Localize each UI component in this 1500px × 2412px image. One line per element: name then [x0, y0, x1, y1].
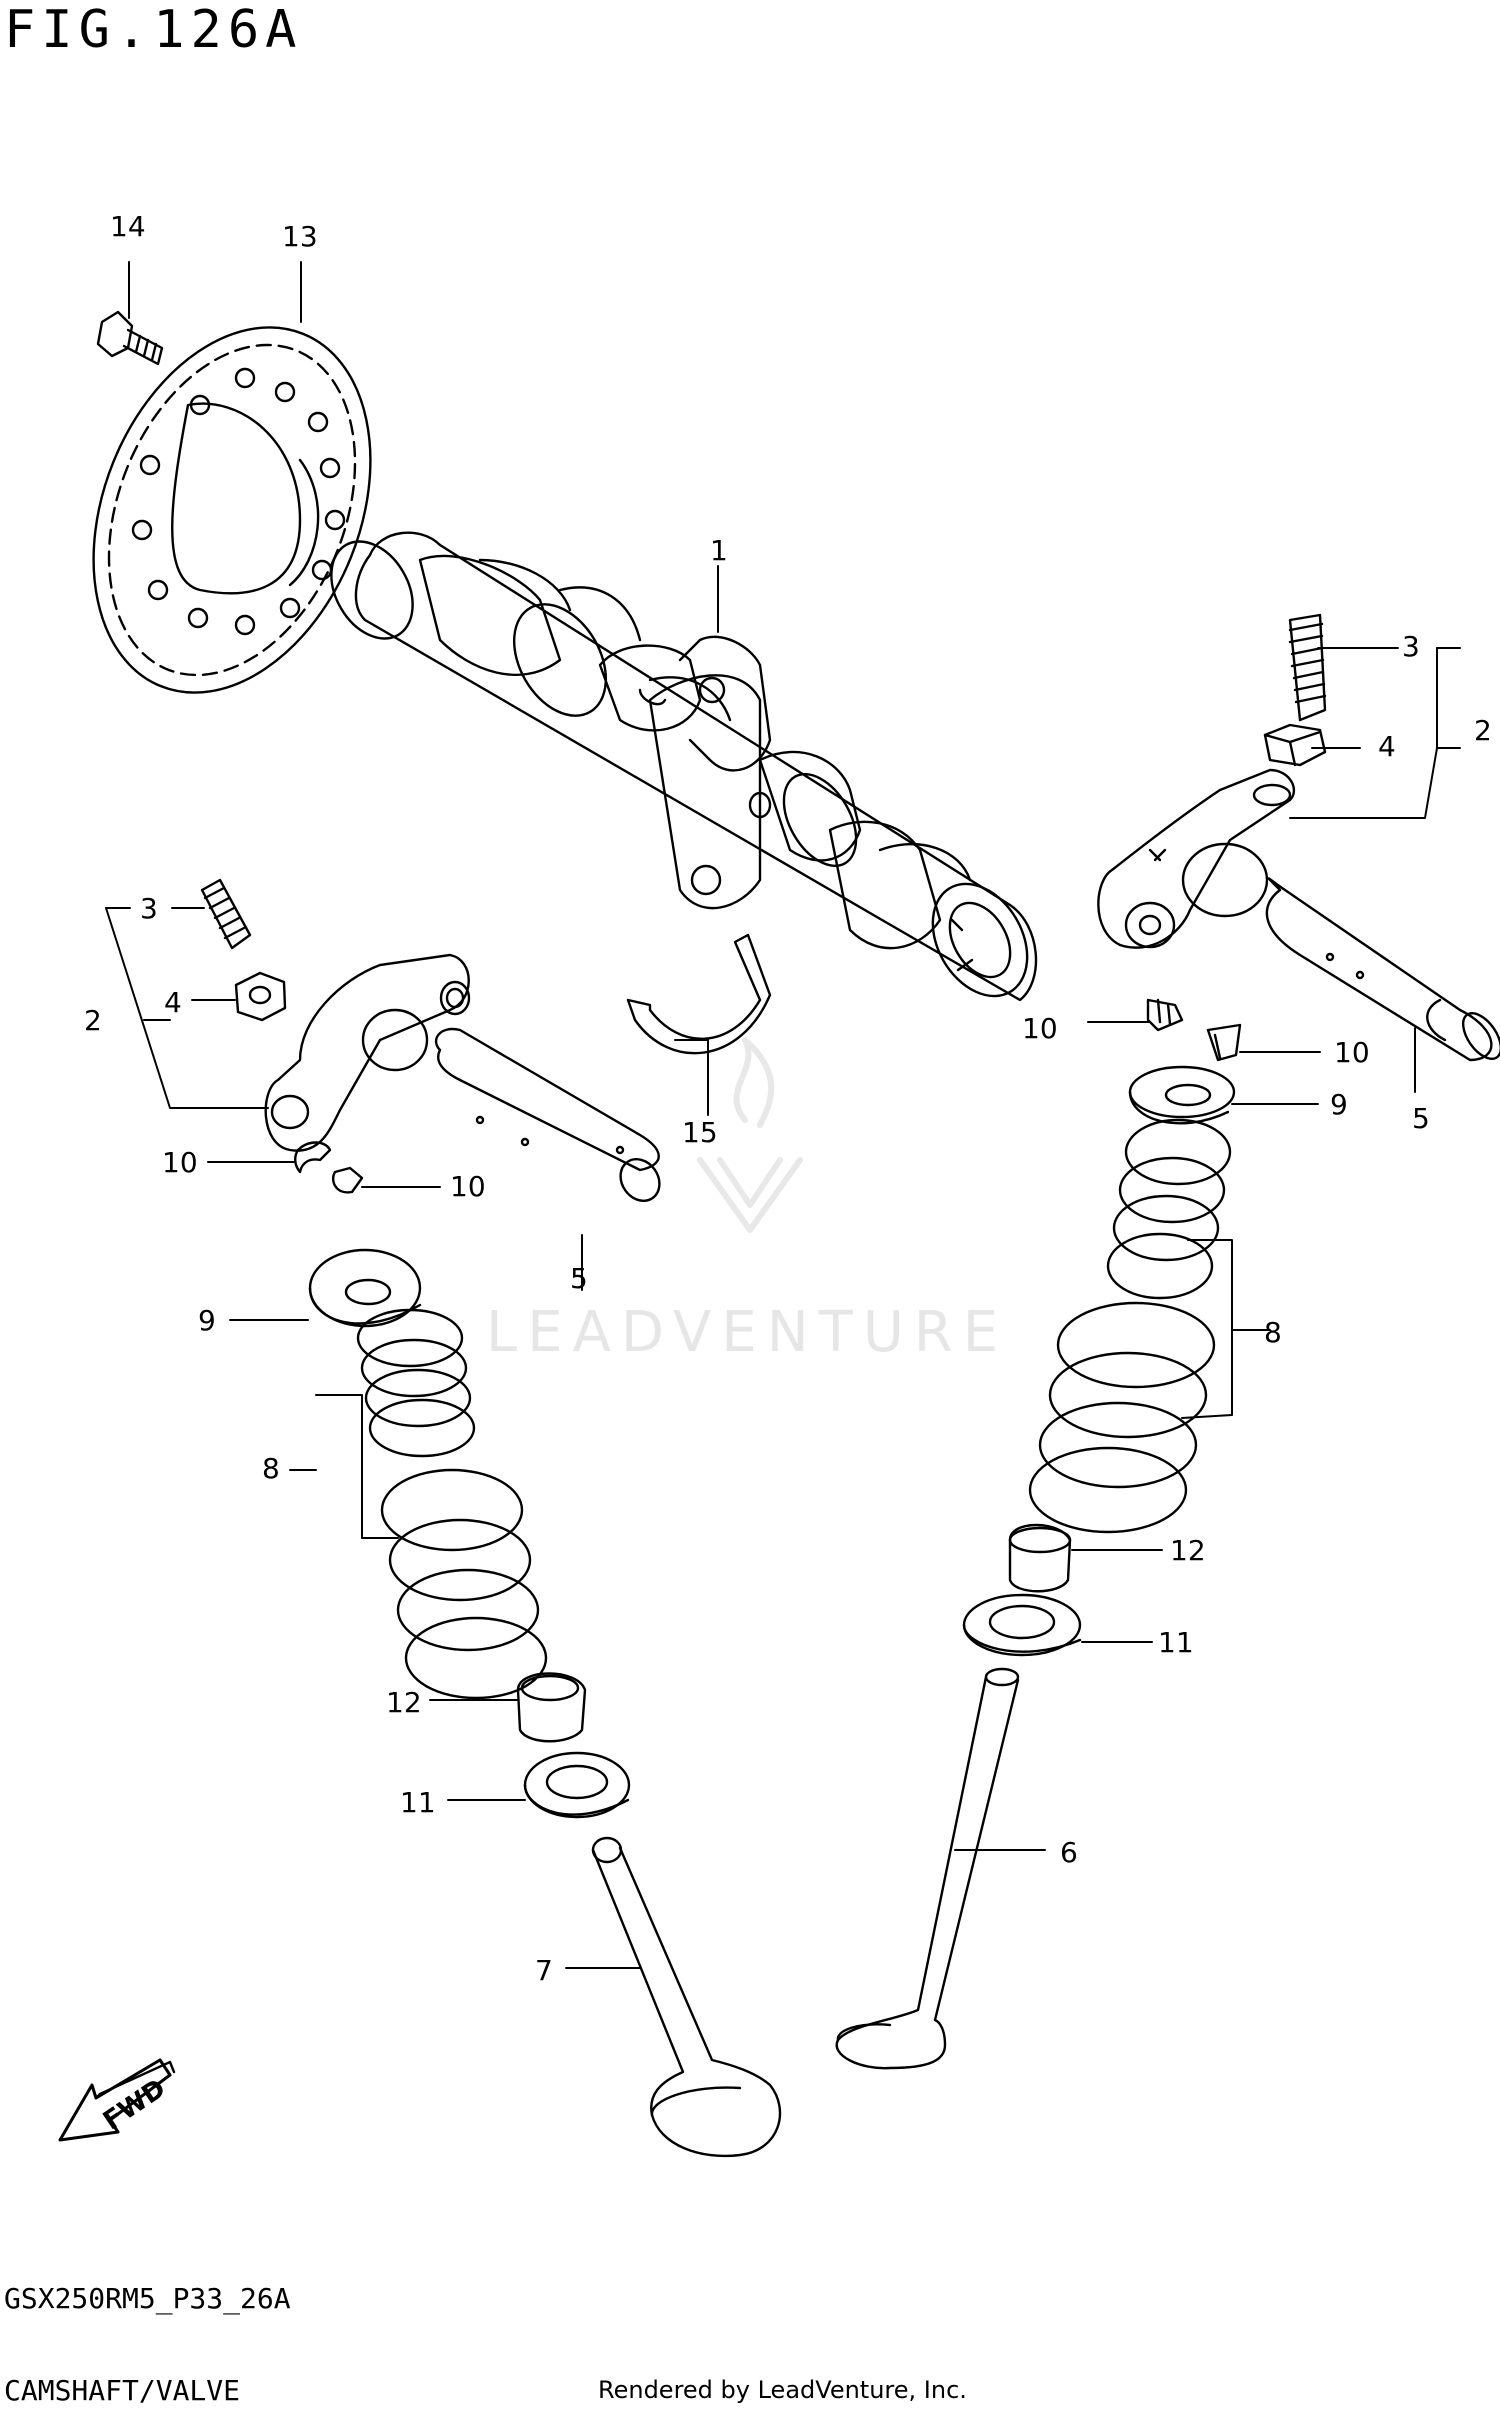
valve-spring-left: [356, 1308, 548, 1700]
cotter-left: [294, 1141, 364, 1194]
valve-spring-right: [1028, 1118, 1232, 1534]
callout-3-right: 3: [1402, 630, 1420, 663]
watermark-logo: [697, 1037, 803, 1233]
figure-code: GSX250RM5_P33_26A: [4, 2282, 291, 2315]
retainer-left: [308, 1248, 422, 1328]
intake-valve: [591, 1836, 782, 2158]
callout-9-left: 9: [198, 1304, 216, 1337]
retainer-right: [1128, 1065, 1236, 1125]
callout-10-left-a: 10: [162, 1146, 198, 1179]
render-credit: Rendered by LeadVenture, Inc.: [598, 2376, 967, 2404]
callout-13: 13: [282, 220, 318, 253]
callout-12-right: 12: [1170, 1534, 1206, 1567]
callout-8-left: 8: [262, 1452, 280, 1485]
callout-10-right-a: 10: [1022, 1012, 1058, 1045]
callout-2-right: 2: [1474, 714, 1492, 747]
exhaust-valve: [835, 1667, 1020, 2070]
rocker-shaft-right: [1265, 877, 1500, 1062]
lock-nut-right: [1263, 723, 1327, 767]
callout-4-right: 4: [1378, 730, 1396, 763]
callout-12-left: 12: [386, 1686, 422, 1719]
cam-sprocket: [92, 326, 372, 694]
callout-5-left: 5: [570, 1262, 588, 1295]
stem-seal-right: [1008, 1523, 1072, 1593]
callout-3-left: 3: [140, 892, 158, 925]
callout-1: 1: [710, 534, 728, 567]
rocker-shaft-left: [434, 1027, 661, 1202]
callout-10-right-b: 10: [1334, 1036, 1370, 1069]
sprocket-bolt: [96, 310, 164, 366]
spring-seat-left: [523, 1751, 631, 1819]
figure-name: CAMSHAFT/VALVE: [4, 2374, 241, 2407]
stem-seal-left: [516, 1672, 587, 1743]
callout-10-left-b: 10: [450, 1170, 486, 1203]
callout-8-right: 8: [1264, 1316, 1282, 1349]
camshaft: [330, 531, 1038, 1002]
callout-15: 15: [682, 1116, 718, 1149]
callout-5-right: 5: [1412, 1102, 1430, 1135]
fwd-label: FWD: [98, 2073, 171, 2136]
rocker-arm-left: [264, 953, 471, 1152]
figure-title: FIG.126A: [4, 0, 303, 60]
callout-6: 6: [1060, 1836, 1078, 1869]
adjusting-screw-left: [200, 878, 252, 950]
spring-seat-right: [962, 1593, 1082, 1657]
thrust-plate: [626, 933, 772, 1055]
callout-2-left: 2: [84, 1004, 102, 1037]
cotter-right: [1146, 998, 1242, 1062]
rocker-arm-right: [1097, 768, 1296, 949]
callout-11-left: 11: [400, 1786, 436, 1819]
callout-4-left: 4: [164, 986, 182, 1019]
forward-arrow-icon: [58, 2058, 176, 2142]
callout-7: 7: [535, 1954, 553, 1987]
leader-lines: [105, 261, 1461, 1969]
callout-14: 14: [110, 210, 146, 243]
adjusting-screw-right: [1288, 613, 1327, 722]
callout-11-right: 11: [1158, 1626, 1194, 1659]
lock-nut-left: [234, 971, 287, 1022]
watermark-text: LEADVENTURE: [486, 1300, 1009, 1365]
callout-9-right: 9: [1330, 1088, 1348, 1121]
